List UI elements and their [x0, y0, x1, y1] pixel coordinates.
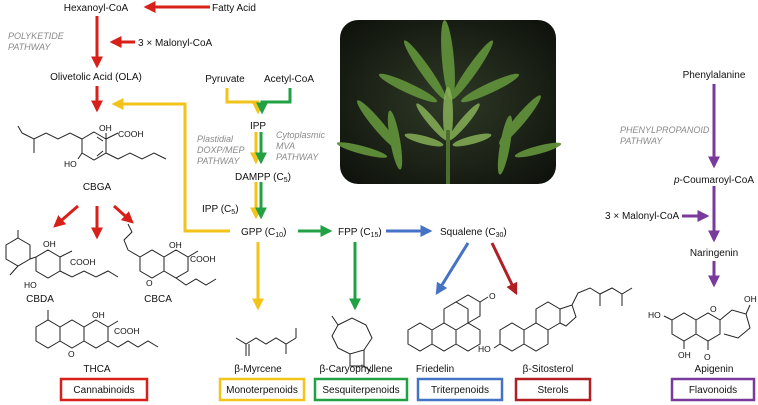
label-coumaroyl-coa: p-Coumaroyl-CoA: [673, 175, 754, 186]
category-triterpenoids: Triterpenoids: [416, 377, 504, 402]
label-phenylalanine: Phenylalanine: [683, 70, 746, 81]
label-squalene: Squalene (C30): [440, 227, 507, 239]
label-ola: Olivetolic Acid (OLA): [50, 72, 142, 83]
svg-text:Sterols: Sterols: [537, 385, 568, 396]
svg-text:Flavonoids: Flavonoids: [689, 385, 737, 396]
pathway-labels: POLYKETIDE PATHWAY Plastidial DOXP/MEP P…: [8, 31, 710, 166]
category-boxes: Cannabinoids Monoterpenoids Sesquiterpen…: [59, 377, 756, 402]
label-friedelin: Friedelin: [416, 364, 454, 375]
label-cbca: CBCA: [144, 294, 172, 305]
label-fpp: FPP (C15): [338, 227, 382, 239]
structure-thca: OH COOH O: [35, 310, 159, 359]
arrow-squalene-to-sitosterol: [490, 242, 518, 296]
label-thca: THCA: [83, 364, 111, 375]
svg-text:Triterpenoids: Triterpenoids: [431, 385, 489, 396]
label-acetyl-coa: Acetyl-CoA: [264, 74, 314, 85]
label-cytoplasmic-1: Cytoplasmic: [276, 130, 326, 140]
label-polyketide-pathway-1: POLYKETIDE: [8, 31, 65, 41]
label-plastidial-2: DOXP/MEP: [197, 145, 245, 155]
atom-cbga-cooh: COOH: [118, 129, 144, 139]
pathway-arrows: [53, 0, 720, 311]
compound-labels: Hexanoyl-CoA Fatty Acid 3 × Malonyl-CoA …: [26, 3, 754, 375]
atom-apigenin-oh-bottom: OH: [678, 350, 691, 360]
label-plastidial-1: Plastidial: [197, 134, 234, 144]
label-fatty-acid: Fatty Acid: [212, 3, 256, 14]
structure-cbca: OH COOH O: [123, 223, 217, 288]
label-pyruvate: Pyruvate: [205, 74, 245, 85]
atom-friedelin-o: O: [489, 291, 496, 301]
label-cytoplasmic-3: PATHWAY: [276, 152, 319, 162]
category-flavonoids: Flavonoids: [670, 377, 756, 402]
structure-myrcene: [235, 328, 297, 356]
label-ipp-c5: IPP (C5): [202, 204, 239, 216]
cannabis-plant-photo: [336, 20, 562, 184]
atom-cbca-oh: OH: [169, 240, 182, 250]
atom-apigenin-ho-left: HO: [648, 310, 661, 320]
label-cbga: CBGA: [83, 182, 112, 193]
atom-sitosterol-ho: HO: [478, 344, 491, 354]
category-sesquiterpenoids: Sesquiterpenoids: [313, 377, 409, 402]
label-malonyl-coa: 3 × Malonyl-CoA: [138, 38, 213, 49]
label-naringenin: Naringenin: [690, 248, 738, 259]
label-apigenin: Apigenin: [695, 364, 734, 375]
category-monoterpenoids: Monoterpenoids: [218, 377, 306, 402]
label-malonyl-coa-flavonoid: 3 × Malonyl-CoA: [605, 211, 680, 222]
arrow-cbga-to-cbca: [113, 204, 134, 224]
atom-cbda-cooh: COOH: [70, 257, 96, 267]
label-phenylpropanoid-1: PHENYLPROPANOID: [620, 125, 710, 135]
arrow-pyruvate-to-ipp: [225, 88, 264, 115]
label-polyketide-pathway-2: PATHWAY: [8, 42, 51, 52]
atom-cbga-oh: OH: [99, 123, 112, 133]
label-cytoplasmic-2: MVA: [276, 141, 295, 151]
arrow-gpp-to-ola: [111, 98, 230, 233]
atom-thca-oh: OH: [92, 310, 105, 320]
label-caryophyllene: β-Caryophyllene: [319, 364, 392, 375]
label-plastidial-3: PATHWAY: [197, 156, 240, 166]
structure-apigenin: HO OH OH O O: [648, 294, 757, 362]
label-ipp: IPP: [250, 121, 266, 132]
label-phenylpropanoid-2: PATHWAY: [620, 136, 663, 146]
label-hexanoyl-coa: Hexanoyl-CoA: [64, 3, 129, 14]
category-sterols: Sterols: [514, 377, 592, 402]
arrow-cbga-to-cbda: [53, 204, 79, 228]
structure-cbda: OH COOH HO: [5, 230, 119, 290]
arrow-acetylcoa-to-ipp: [256, 88, 292, 115]
structure-friedelin: O: [407, 291, 496, 352]
atom-thca-cooh: COOH: [114, 326, 140, 336]
atom-cbda-oh: OH: [43, 239, 56, 249]
structure-cbga: OH COOH HO: [17, 123, 167, 169]
structure-caryophyllene: [331, 315, 373, 373]
label-gpp: GPP (C10): [241, 227, 286, 239]
atom-cbca-cooh: COOH: [190, 254, 216, 264]
arrow-squalene-to-friedelin: [435, 242, 470, 296]
atom-apigenin-o-keto: O: [704, 352, 711, 362]
label-sitosterol: β-Sitosterol: [523, 364, 574, 375]
svg-text:Sesquiterpenoids: Sesquiterpenoids: [322, 385, 399, 396]
label-dampp: DAMPP (C5): [235, 172, 291, 184]
svg-text:Cannabinoids: Cannabinoids: [73, 385, 134, 396]
label-myrcene: β-Myrcene: [234, 364, 282, 375]
atom-cbca-o: O: [146, 278, 153, 288]
svg-text:Monoterpenoids: Monoterpenoids: [226, 385, 298, 396]
structure-sitosterol: HO: [478, 287, 633, 354]
atom-thca-o: O: [68, 349, 75, 359]
atom-apigenin-o-ring: O: [710, 304, 717, 314]
atom-cbga-ho: HO: [64, 159, 77, 169]
atom-cbda-ho: HO: [24, 280, 37, 290]
category-cannabinoids: Cannabinoids: [59, 377, 149, 402]
label-cbda: CBDA: [26, 294, 54, 305]
atom-apigenin-oh-top: OH: [744, 294, 757, 304]
